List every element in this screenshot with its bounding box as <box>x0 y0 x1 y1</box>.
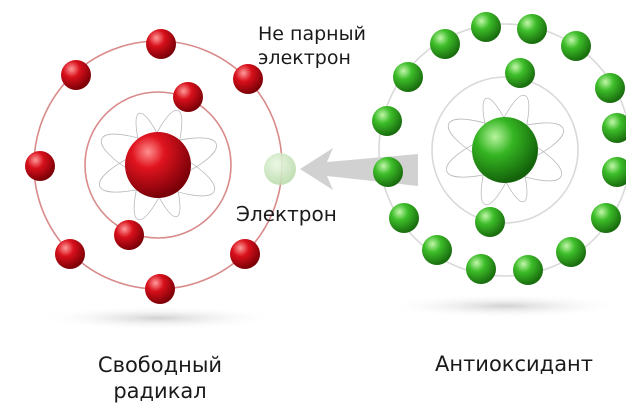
antioxidant-electron <box>561 31 591 61</box>
radical-electron <box>233 64 263 94</box>
antioxidant-electron <box>475 207 505 237</box>
free-radical-line2: радикал <box>113 379 207 403</box>
antioxidant-electron <box>505 58 535 88</box>
radical-electron <box>55 239 85 269</box>
free-radical-line1: Свободный <box>97 353 223 377</box>
radical-nucleus <box>125 132 191 198</box>
antioxidant-electron <box>471 12 501 42</box>
radical-electron <box>230 239 260 269</box>
radical-electron <box>146 29 176 59</box>
radical-electron <box>61 60 91 90</box>
antioxidant-inner-orbit <box>431 76 579 224</box>
free-radical-label: Свободный радикал <box>60 352 260 404</box>
antioxidant-shadow <box>385 294 625 318</box>
antioxidant-electron <box>513 255 543 285</box>
antioxidant-electron <box>389 203 419 233</box>
antioxidant-atom <box>372 12 626 285</box>
antioxidant-electron <box>602 157 626 187</box>
antioxidant-electron <box>602 113 626 143</box>
free-radical-atom <box>25 29 283 304</box>
antioxidant-electron <box>556 237 586 267</box>
antioxidant-electron <box>466 254 496 284</box>
antioxidant-outer-orbit <box>378 23 626 277</box>
radical-electron <box>114 220 144 250</box>
antioxidant-electron <box>393 62 423 92</box>
radical-electron <box>173 82 203 112</box>
unpaired-electron-label: Не парный электрон <box>258 22 366 70</box>
radical-inner-orbit <box>84 91 232 239</box>
antioxidant-electron <box>430 29 460 59</box>
electron-label: Электрон <box>236 202 337 226</box>
radical-electron <box>145 274 175 304</box>
donated-electron <box>264 153 296 185</box>
antioxidant-electron <box>373 157 403 187</box>
unpaired-electron-line2: электрон <box>258 47 351 69</box>
antioxidant-label: Антиоксидант <box>434 352 594 376</box>
antioxidant-nucleus <box>472 117 538 183</box>
radical-shadow <box>38 306 278 330</box>
antioxidant-electron <box>422 235 452 265</box>
antioxidant-electron <box>595 73 625 103</box>
unpaired-electron-line1: Не парный <box>258 23 366 45</box>
antioxidant-electron <box>517 14 547 44</box>
antioxidant-electron <box>372 106 402 136</box>
radical-electron <box>25 151 55 181</box>
antioxidant-electron <box>591 203 621 233</box>
